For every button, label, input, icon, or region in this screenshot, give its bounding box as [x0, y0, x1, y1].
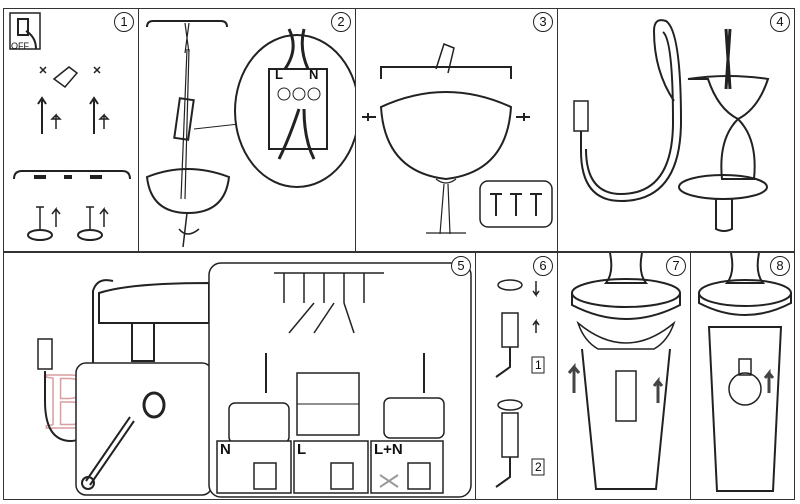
- canopy-mounting-illustration: [362, 43, 553, 235]
- step-number: 7: [666, 256, 686, 276]
- wire-connection-illustration: BSTRO: [37, 262, 472, 498]
- step-number: 3: [533, 12, 553, 32]
- switch-off-label: OFF: [11, 41, 29, 51]
- step-7-panel: 7: [557, 252, 691, 500]
- wiring-terminal-illustration: [145, 20, 357, 248]
- step-number: 2: [331, 12, 351, 32]
- substep-2-label: 2: [535, 460, 542, 474]
- substep-1-label: 1: [535, 358, 542, 372]
- step-2-panel: 2 L N: [138, 8, 357, 252]
- socket-assembly-illustration: [495, 279, 545, 488]
- step-6-panel: 6 1 2: [475, 252, 558, 500]
- wiring-option-l: L: [297, 441, 307, 458]
- live-terminal-label: L: [275, 67, 283, 82]
- step-4-panel: 4: [557, 8, 795, 252]
- step-1-panel: 1 OFF: [3, 8, 139, 252]
- chain-attach-illustration: [573, 19, 770, 232]
- step-number: 5: [451, 256, 471, 276]
- neutral-terminal-label: N: [309, 67, 319, 82]
- step-number: 1: [114, 12, 134, 32]
- bulb-install-illustration: [698, 253, 792, 492]
- step-8-panel: 8: [690, 252, 795, 500]
- glass-shade-illustration: [567, 253, 681, 490]
- wiring-option-n: N: [220, 441, 231, 458]
- switch-off-illustration: [9, 12, 131, 241]
- wiring-option-l-plus-n: L+N: [374, 441, 403, 458]
- step-number: 8: [770, 256, 790, 276]
- step-3-panel: 3: [355, 8, 558, 252]
- step-5-panel: 5 BSTRO N L L+N: [3, 252, 476, 500]
- step-number: 4: [770, 12, 790, 32]
- step-number: 6: [533, 256, 553, 276]
